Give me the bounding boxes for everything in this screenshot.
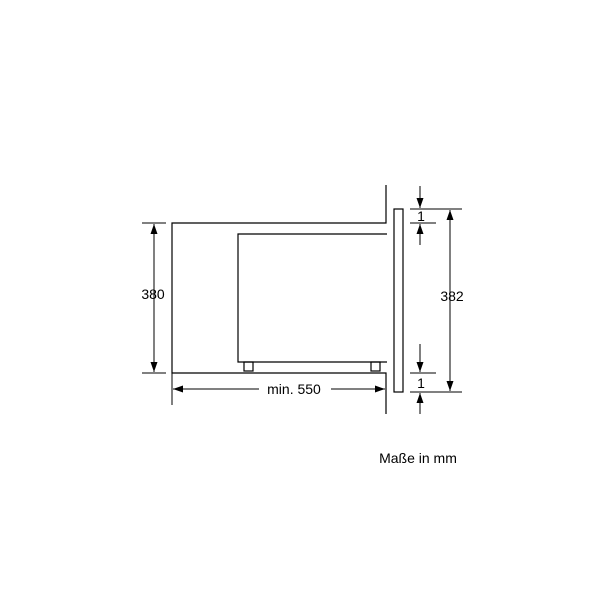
dim-gap-bottom-label: 1 <box>417 375 425 391</box>
dim-height-front-label: 382 <box>440 288 464 304</box>
dimension-gap-top: 1 <box>410 186 436 245</box>
dimension-height-cavity: 380 <box>141 222 166 374</box>
dimension-depth: min. 550 <box>171 373 385 405</box>
dim-gap-top-label: 1 <box>417 208 425 224</box>
dimension-gap-bottom: 1 <box>410 344 436 414</box>
appliance-foot-left <box>243 361 254 372</box>
units-note: Maße in mm <box>379 450 457 466</box>
dim-depth-label: min. 550 <box>267 381 321 397</box>
appliance-foot-right <box>370 361 381 372</box>
cabinet-niche-outline <box>171 185 387 414</box>
dimension-height-front: 382 <box>410 208 464 393</box>
appliance-front-panel <box>393 208 404 393</box>
dim-height-cavity-label: 380 <box>141 286 165 302</box>
appliance-body <box>237 233 387 363</box>
